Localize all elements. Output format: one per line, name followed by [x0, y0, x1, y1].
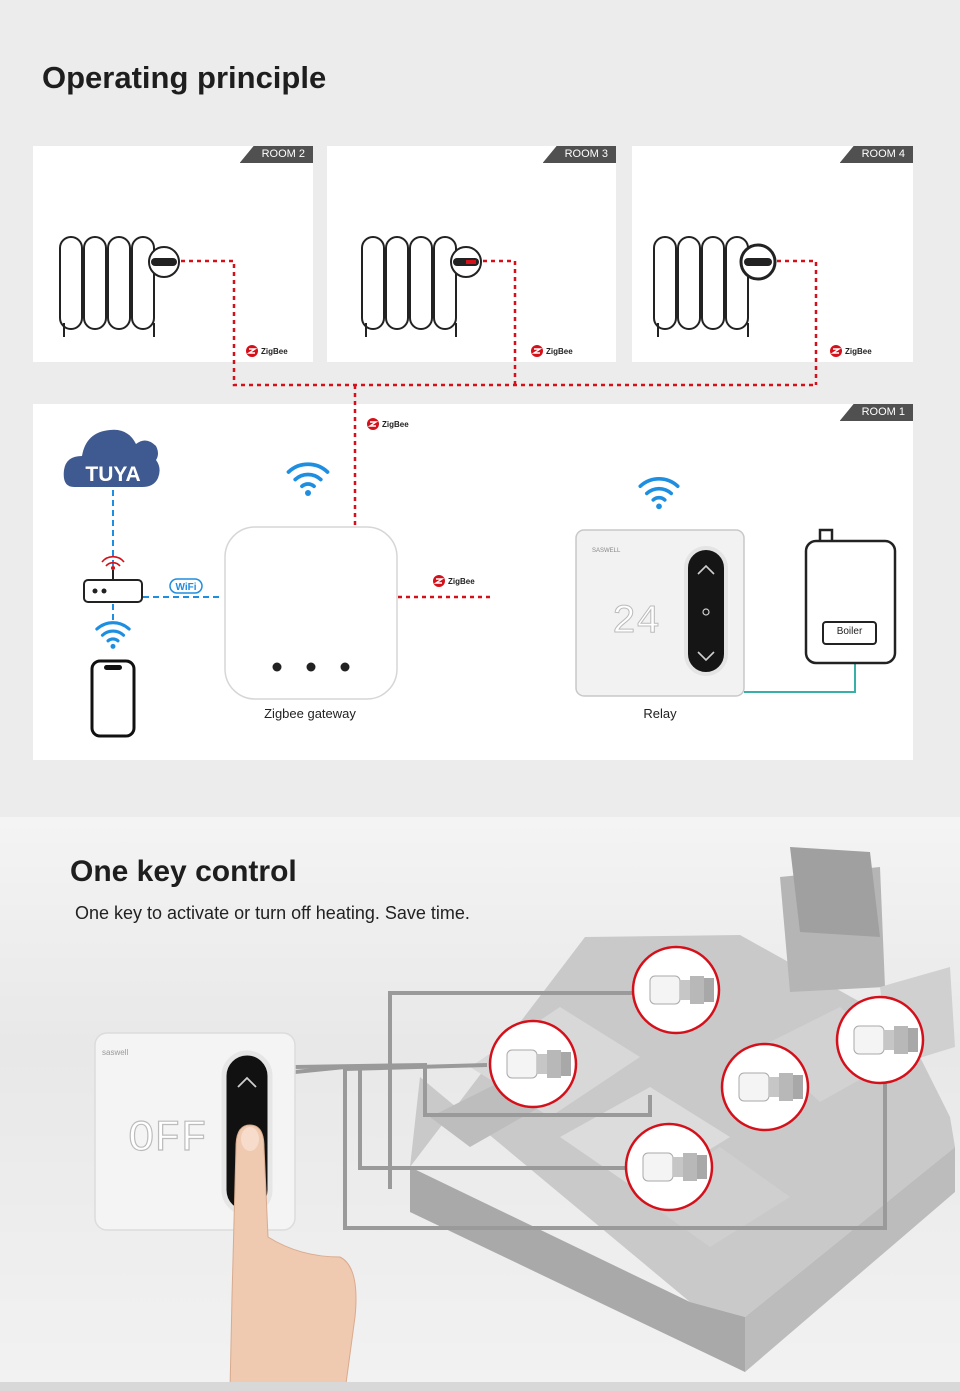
operating-principle-section: Operating principle ROOM 2 ROOM 3 ROOM 4…	[33, 60, 913, 760]
relay-boiler-wire	[744, 664, 856, 693]
wifi-links	[112, 490, 222, 622]
tuya-text: TUYA	[85, 463, 140, 486]
room-3-tag: ROOM 3	[542, 146, 616, 163]
relay-label: Relay	[643, 706, 677, 721]
relay-display: 24	[612, 600, 660, 645]
zigbee-logo-text: ZigBee	[546, 347, 573, 356]
trv-callout-1	[631, 945, 721, 1035]
zigbee-logo-room-2: ZigBee	[245, 344, 288, 358]
section-title: Operating principle	[42, 60, 327, 95]
isometric-house	[410, 847, 955, 1372]
phone-icon	[90, 659, 136, 738]
router-icon	[83, 555, 143, 603]
gateway-label: Zigbee gateway	[264, 706, 356, 721]
gateway-wifi-icon	[286, 462, 330, 498]
zigbee-logo-room-4: ZigBee	[829, 344, 872, 358]
tuya-cloud: TUYA	[63, 429, 160, 487]
zigbee-logo-relay: ZigBee	[432, 574, 475, 588]
trv-callout-3	[835, 995, 925, 1085]
zigbee-links	[181, 259, 818, 599]
trv-callout-2	[488, 1019, 578, 1109]
phone-wifi-icon	[95, 621, 131, 651]
zigbee-gateway-device	[224, 526, 398, 700]
thermostat-display: OFF	[128, 1114, 207, 1164]
section-subtitle: One key to activate or turn off heating.…	[75, 903, 470, 923]
room-4-tag: ROOM 4	[839, 146, 913, 163]
trv-callout-5	[624, 1122, 714, 1212]
relay-wifi-icon	[638, 477, 680, 512]
pressing-finger	[229, 1124, 357, 1391]
zigbee-logo-text: ZigBee	[448, 577, 475, 586]
boiler-device	[804, 528, 897, 665]
zigbee-logo-text: ZigBee	[261, 347, 288, 356]
radiator-room-3	[361, 236, 457, 338]
boiler-label: Boiler	[836, 626, 863, 637]
floorplan-illustration: saswell OFF	[94, 847, 955, 1391]
room-1-tag: ROOM 1	[839, 404, 913, 421]
trv-callout-4	[720, 1042, 810, 1132]
section-title: One key control	[70, 855, 297, 888]
thermostat-brand-text: saswell	[102, 1048, 128, 1057]
principle-diagram: ZigBee ZigBee ZigBee ZigBee ZigBee TUYA	[59, 236, 897, 738]
relay-brand-text: SASWELL	[592, 548, 621, 554]
zigbee-logo-text: ZigBee	[845, 347, 872, 356]
room-2-tag: ROOM 2	[239, 146, 313, 163]
bottom-strip	[0, 1382, 960, 1391]
zigbee-logo-room-3: ZigBee	[530, 344, 573, 358]
zigbee-logo-text: ZigBee	[382, 420, 409, 429]
relay-device: SASWELL 24	[575, 529, 745, 697]
wifi-badge-text: WiFi	[175, 582, 196, 593]
zigbee-logo-hub: ZigBee	[366, 417, 409, 431]
wifi-badge: WiFi	[169, 578, 203, 594]
one-key-control-section: One key control One key to activate or t…	[0, 817, 960, 1391]
radiator-room-4	[653, 236, 749, 338]
radiator-room-2	[59, 236, 155, 338]
